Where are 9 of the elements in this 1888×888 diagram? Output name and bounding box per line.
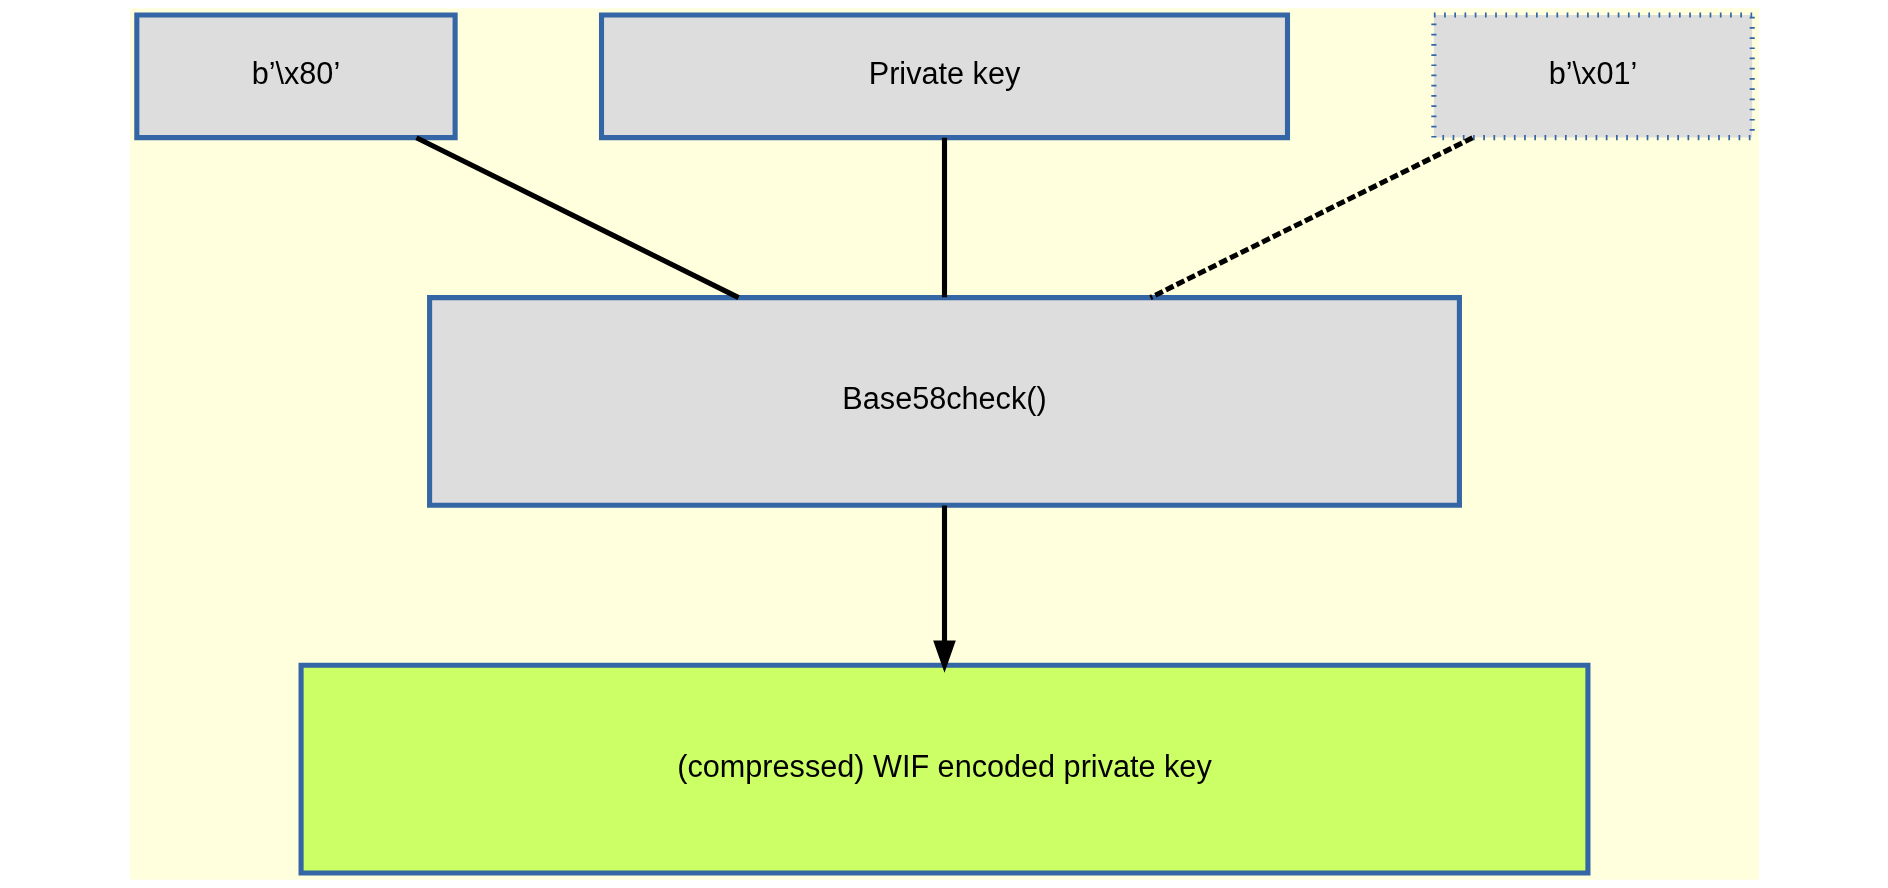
arrow	[932, 505, 956, 673]
connector	[941, 137, 947, 298]
node-box: b’\x80’	[133, 12, 458, 141]
connector	[1148, 135, 1474, 300]
node-box: Private key	[598, 12, 1290, 141]
node-box: (compressed) WIF encoded private key	[298, 662, 1590, 876]
node-box: b’\x01’	[1430, 12, 1755, 141]
connector	[414, 135, 740, 300]
node-box: Base58check()	[426, 295, 1462, 508]
